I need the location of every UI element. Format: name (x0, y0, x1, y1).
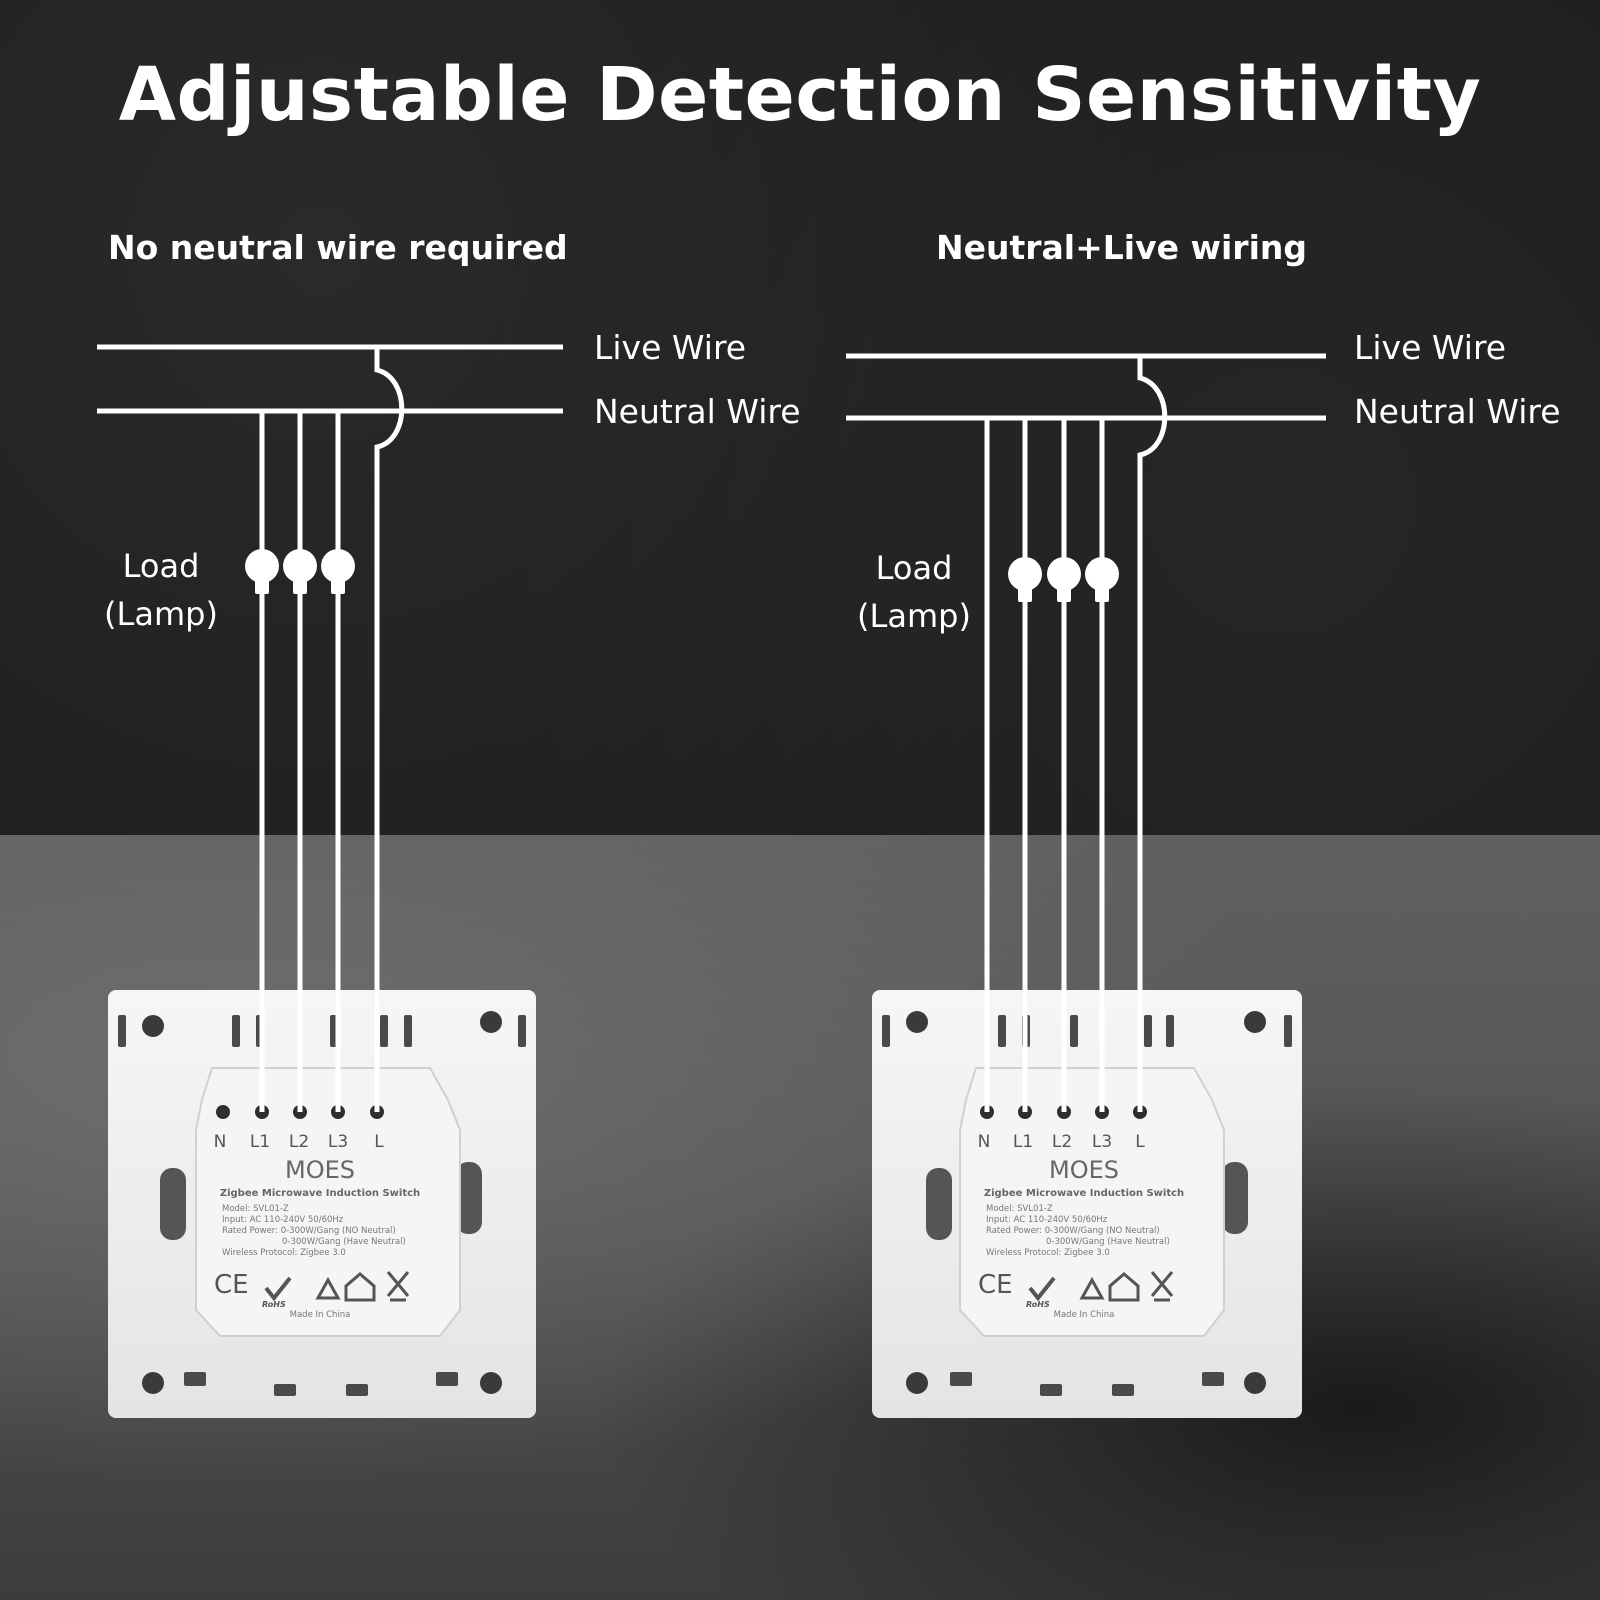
brand-logo: MOES (1049, 1156, 1119, 1184)
weee-bin-icon (1150, 1271, 1174, 1302)
lamps-right (1008, 557, 1119, 602)
live-wire-label: Live Wire (1354, 328, 1507, 367)
lamp-icon (321, 549, 355, 594)
spec-input: Input: AC 110-240V 50/60Hz (222, 1215, 344, 1225)
module-housing (959, 1067, 1225, 1337)
wiring-right (846, 353, 1326, 1112)
load-label-line1: Load (875, 549, 953, 587)
rohs-mark: RoHS (1026, 1300, 1050, 1309)
terminal-label-l: L (1135, 1132, 1145, 1152)
ce-mark: CE (978, 1270, 1013, 1300)
live-wire-label: Live Wire (594, 328, 747, 367)
mount-hole (480, 1372, 502, 1394)
terminal-label-l2: L2 (1051, 1132, 1073, 1152)
spec-model: Model: SVL01-Z (222, 1204, 289, 1214)
lamp-icon (283, 549, 317, 594)
lamps-left (245, 549, 355, 594)
panel-slots (118, 1015, 526, 1396)
subtitle-left: No neutral wire required (108, 228, 568, 267)
recycle-icon (1079, 1276, 1105, 1300)
recycle-icon (315, 1276, 341, 1300)
spec-power-neutral: 0-300W/Gang (Have Neutral) (1046, 1237, 1170, 1247)
load-label-line2: (Lamp) (857, 597, 971, 635)
mount-hole (1244, 1011, 1266, 1033)
mount-hole (906, 1372, 928, 1394)
module-title: Zigbee Microwave Induction Switch (983, 1188, 1185, 1199)
lamp-icon (1047, 557, 1081, 602)
spec-protocol: Wireless Protocol: Zigbee 3.0 (986, 1248, 1110, 1258)
side-clip (456, 1162, 482, 1234)
module-title: Zigbee Microwave Induction Switch (219, 1188, 421, 1199)
mount-hole (906, 1011, 928, 1033)
terminal-label-l2: L2 (288, 1132, 310, 1152)
spec-model: Model: SVL01-Z (986, 1204, 1053, 1214)
neutral-wire-label: Neutral Wire (1354, 392, 1561, 431)
made-in: Made In China (1053, 1310, 1115, 1320)
terminal-label-n: N (977, 1132, 991, 1152)
spec-protocol: Wireless Protocol: Zigbee 3.0 (222, 1248, 346, 1258)
mount-hole (142, 1015, 164, 1037)
made-in: Made In China (289, 1310, 351, 1320)
side-clip (160, 1168, 186, 1240)
weee-bin-icon (386, 1271, 410, 1302)
headline: Adjustable Detection Sensitivity (118, 52, 1482, 138)
terminal-label-l: L (374, 1132, 384, 1152)
load-label: Load (Lamp) (81, 542, 241, 638)
leather-background (0, 0, 1600, 835)
terminal-label-l1: L1 (1012, 1132, 1034, 1152)
check-icon (264, 1276, 292, 1302)
mount-hole (142, 1372, 164, 1394)
terminal-label-l3: L3 (1091, 1132, 1113, 1152)
house-icon (1108, 1272, 1140, 1302)
terminal-label-n: N (213, 1132, 227, 1152)
house-icon (344, 1272, 376, 1302)
spec-power: Rated Power: 0-300W/Gang (NO Neutral) (222, 1226, 396, 1236)
ce-mark: CE (214, 1270, 249, 1300)
side-clip (926, 1168, 952, 1240)
mount-hole (1244, 1372, 1266, 1394)
terminal-label-l3: L3 (327, 1132, 349, 1152)
subtitle-right: Neutral+Live wiring (936, 228, 1307, 267)
l-wire (1137, 356, 1168, 1112)
neutral-wire-label: Neutral Wire (594, 392, 801, 431)
switch-left (108, 990, 536, 1418)
switch-right (872, 990, 1302, 1418)
spec-power-neutral: 0-300W/Gang (Have Neutral) (282, 1237, 406, 1247)
side-clip (1222, 1162, 1248, 1234)
spec-input: Input: AC 110-240V 50/60Hz (986, 1215, 1108, 1225)
lamp-icon (245, 549, 279, 594)
mount-hole (480, 1011, 502, 1033)
rohs-mark: RoHS (262, 1300, 286, 1309)
load-label: Load (Lamp) (834, 544, 994, 640)
load-label-line2: (Lamp) (104, 595, 218, 633)
module-housing (195, 1067, 461, 1337)
brand-logo: MOES (285, 1156, 355, 1184)
load-label-line1: Load (122, 547, 200, 585)
l-wire (374, 347, 405, 1112)
spec-power: Rated Power: 0-300W/Gang (NO Neutral) (986, 1226, 1160, 1236)
lamp-icon (1085, 557, 1119, 602)
terminal-label-l1: L1 (249, 1132, 271, 1152)
check-icon (1028, 1276, 1056, 1302)
lamp-icon (1008, 557, 1042, 602)
wiring-left (97, 344, 563, 1112)
